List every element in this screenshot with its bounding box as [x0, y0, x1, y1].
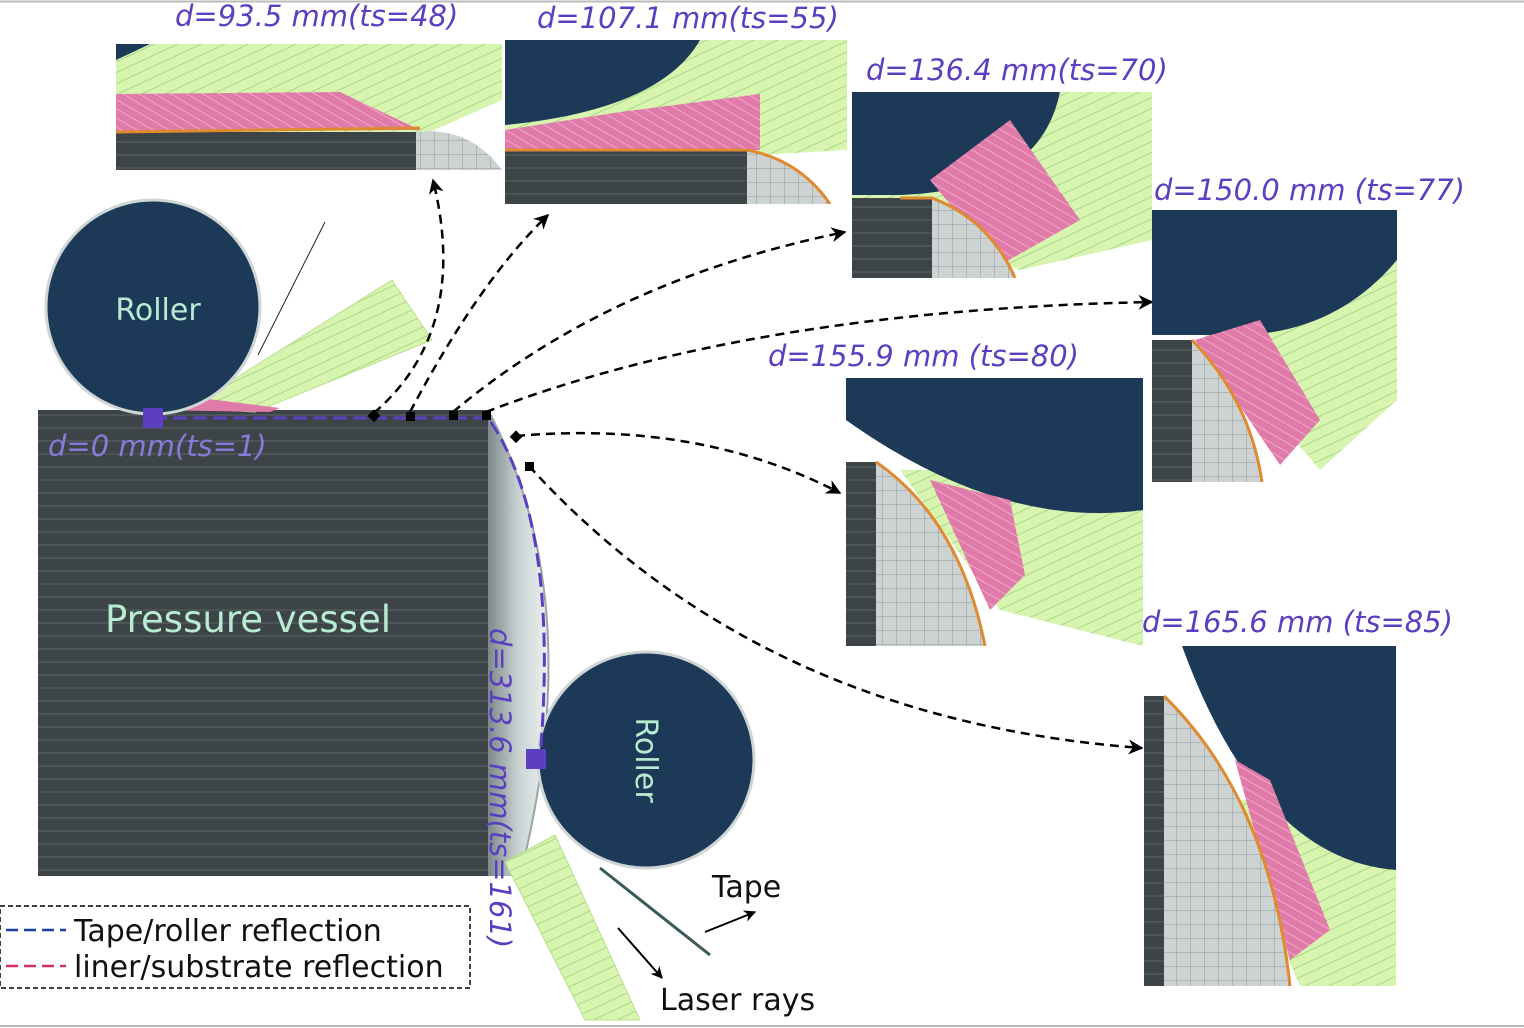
arrow-to-snapshot-6	[528, 465, 1144, 755]
snapshot-arrows	[373, 178, 1154, 755]
placement-path	[153, 416, 546, 759]
end-marker	[526, 749, 546, 769]
start-label: d=0 mm(ts=1)	[48, 429, 267, 463]
pressure-vessel	[38, 409, 550, 877]
laser-arrow	[617, 927, 663, 979]
snapshot-panel-2	[505, 40, 847, 204]
vessel-cylinder	[38, 410, 488, 876]
arrow-to-snapshot-4	[485, 294, 1154, 414]
arrow-to-snapshot-5	[515, 431, 842, 495]
tape-line-bottom	[599, 866, 711, 957]
roller-top-label: Roller	[115, 293, 201, 328]
arrow-to-snapshot-1	[373, 178, 445, 414]
roller-top: Roller	[44, 198, 326, 416]
roller-bottom-label: Roller	[628, 717, 663, 803]
snapshot-label-5: d=155.9 mm (ts=80)	[768, 339, 1079, 373]
sample-point	[367, 409, 381, 423]
snapshot-label-6: d=165.6 mm (ts=85)	[1142, 605, 1453, 639]
legend: Tape/roller reflection liner/substrate r…	[0, 905, 471, 989]
snapshot-panel-6	[1144, 646, 1396, 986]
vessel-label: Pressure vessel	[105, 598, 391, 641]
legend-label-substrate: liner/substrate reflection	[74, 950, 444, 985]
tape-arrow	[704, 910, 757, 933]
snapshot-label-2: d=107.1 mm(ts=55)	[537, 1, 839, 35]
legend-label-tape: Tape/roller reflection	[73, 914, 382, 949]
end-label: d=313.6 mm(ts=161)	[483, 628, 517, 948]
tape-label: Tape	[711, 870, 781, 905]
sample-point	[482, 411, 491, 420]
arrow-to-snapshot-2	[408, 213, 550, 413]
laser-label: Laser rays	[660, 983, 815, 1018]
snapshot-label-4: d=150.0 mm (ts=77)	[1154, 173, 1465, 207]
sample-point	[449, 411, 458, 420]
snapshot-label-1: d=93.5 mm(ts=48)	[175, 0, 458, 33]
snapshot-panel-4	[1152, 210, 1397, 482]
tape-line-top	[257, 221, 326, 356]
snapshot-label-3: d=136.4 mm(ts=70)	[866, 53, 1168, 87]
sample-point	[406, 412, 415, 421]
arrow-to-snapshot-3	[452, 227, 847, 413]
start-marker	[143, 408, 163, 428]
snapshot-panel-5	[846, 378, 1143, 646]
snapshot-panel-1	[116, 44, 502, 170]
snapshot-panel-3	[852, 92, 1152, 278]
laser-rays-bottom	[504, 834, 641, 1021]
